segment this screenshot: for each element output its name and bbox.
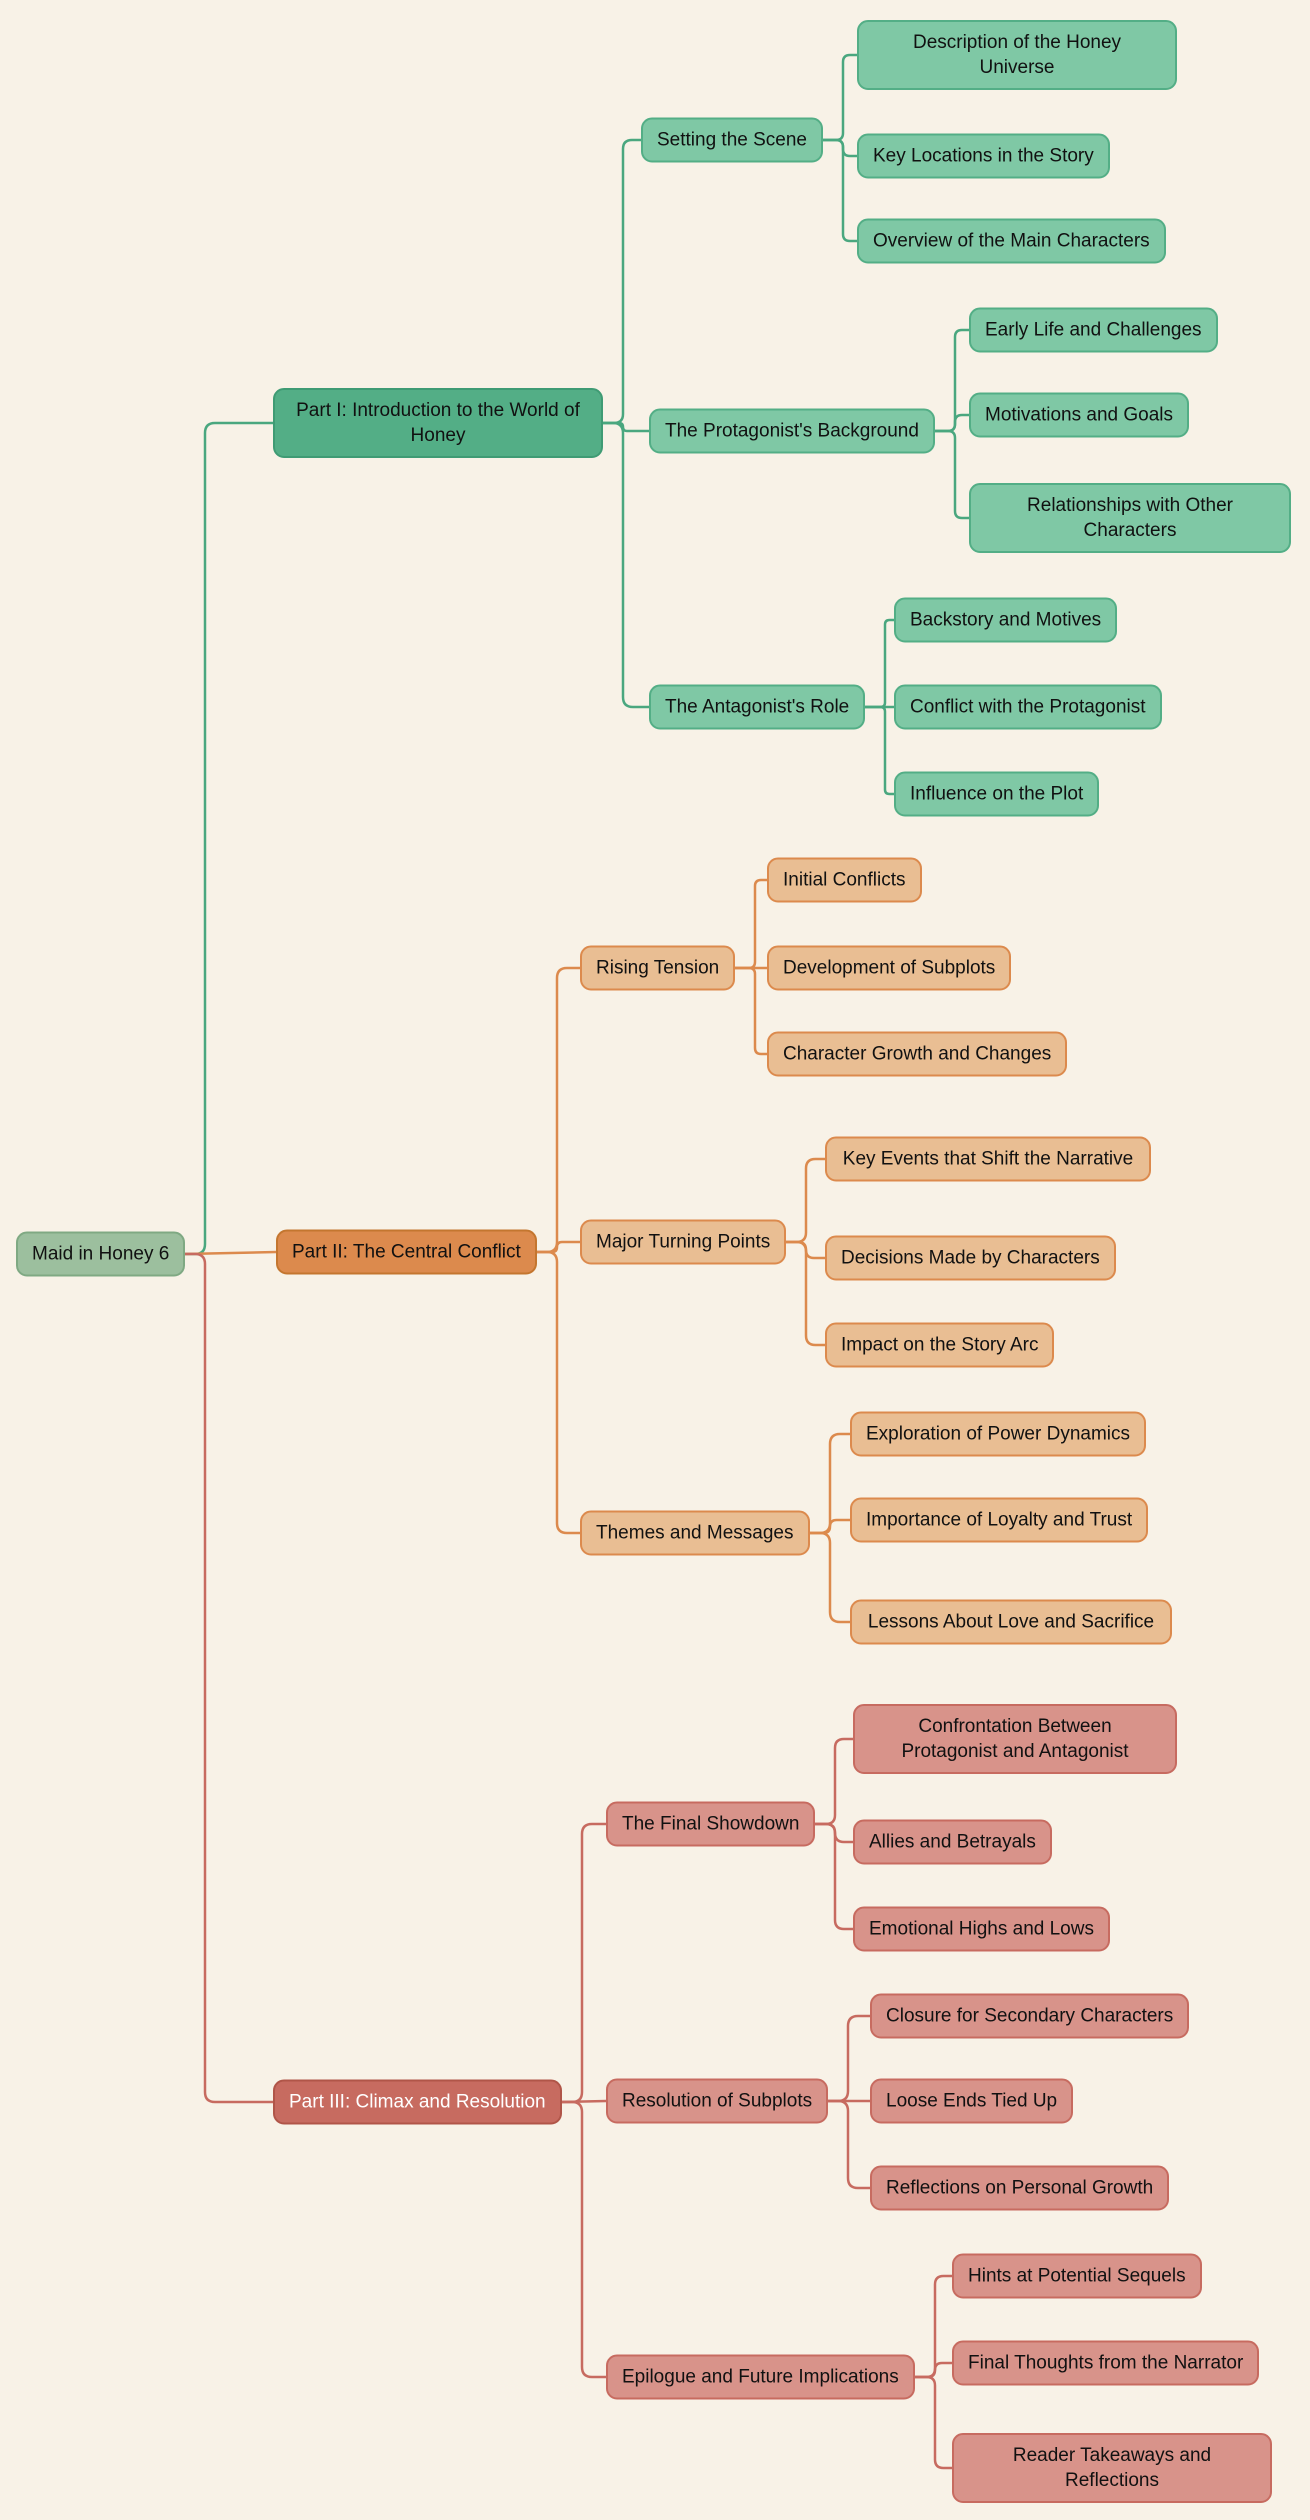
subtopic-node-motivations-goals[interactable]: Motivations and Goals — [969, 392, 1189, 438]
connector — [535, 966, 582, 1254]
connector — [933, 328, 971, 433]
connector — [784, 1240, 827, 1347]
subtopic-node-influence-on-plot[interactable]: Influence on the Plot — [894, 771, 1100, 817]
topic-node-themes-messages[interactable]: Themes and Messages — [580, 1510, 810, 1556]
connector — [784, 1157, 827, 1244]
subtopic-node-early-life-challenges[interactable]: Early Life and Challenges — [969, 307, 1218, 353]
topic-node-protagonists-background[interactable]: The Protagonist's Background — [649, 408, 935, 454]
connector — [183, 1252, 275, 2104]
topic-node-epilogue-future-implications[interactable]: Epilogue and Future Implications — [606, 2354, 915, 2400]
connector — [821, 138, 859, 158]
connector — [560, 1822, 608, 2104]
connector — [784, 1240, 827, 1260]
topic-node-final-showdown[interactable]: The Final Showdown — [606, 1801, 816, 1847]
subtopic-node-allies-betrayals[interactable]: Allies and Betrayals — [853, 1819, 1052, 1865]
branch-node-part-1-introduction[interactable]: Part I: Introduction to the World of Hon… — [273, 388, 603, 458]
subtopic-node-loose-ends-tied-up[interactable]: Loose Ends Tied Up — [870, 2078, 1074, 2124]
subtopic-node-description-honey-universe[interactable]: Description of the Honey Universe — [857, 20, 1177, 90]
subtopic-node-final-thoughts-narrator[interactable]: Final Thoughts from the Narrator — [952, 2340, 1260, 2386]
subtopic-node-confrontation-protagonist-antagonist[interactable]: Confrontation Between Protagonist and An… — [853, 1704, 1177, 1774]
connector — [601, 138, 643, 425]
connector — [913, 2361, 954, 2379]
connector — [821, 138, 859, 243]
topic-node-antagonists-role[interactable]: The Antagonist's Role — [649, 684, 866, 730]
branch-node-part-2-central-conflict[interactable]: Part II: The Central Conflict — [276, 1229, 537, 1275]
subtopic-node-key-events-shift-narrative[interactable]: Key Events that Shift the Narrative — [825, 1136, 1151, 1182]
subtopic-node-reflections-personal-growth[interactable]: Reflections on Personal Growth — [870, 2165, 1170, 2211]
connector — [601, 421, 651, 433]
topic-node-resolution-of-subplots[interactable]: Resolution of Subplots — [606, 2078, 829, 2124]
connector — [826, 2014, 872, 2103]
subtopic-node-overview-main-characters[interactable]: Overview of the Main Characters — [857, 218, 1166, 264]
connector — [535, 1240, 582, 1254]
topic-node-major-turning-points[interactable]: Major Turning Points — [580, 1219, 787, 1265]
connector — [863, 618, 896, 709]
subtopic-node-initial-conflicts[interactable]: Initial Conflicts — [767, 857, 922, 903]
connector — [808, 1432, 852, 1535]
subtopic-node-backstory-motives[interactable]: Backstory and Motives — [894, 597, 1118, 643]
subtopic-node-impact-story-arc[interactable]: Impact on the Story Arc — [825, 1322, 1055, 1368]
subtopic-node-key-locations[interactable]: Key Locations in the Story — [857, 133, 1110, 179]
connector — [560, 2100, 608, 2379]
subtopic-node-character-growth-changes[interactable]: Character Growth and Changes — [767, 1031, 1068, 1077]
connector — [183, 421, 275, 1256]
subtopic-node-closure-secondary-characters[interactable]: Closure for Secondary Characters — [870, 1993, 1190, 2039]
connector — [183, 1250, 278, 1256]
connector — [733, 878, 769, 970]
subtopic-node-hints-potential-sequels[interactable]: Hints at Potential Sequels — [952, 2253, 1202, 2299]
root-node-maid-in-honey-6[interactable]: Maid in Honey 6 — [16, 1231, 186, 1277]
subtopic-node-emotional-highs-lows[interactable]: Emotional Highs and Lows — [853, 1906, 1110, 1952]
connector — [813, 1822, 855, 1844]
connector — [933, 429, 971, 520]
connector — [826, 2099, 872, 2190]
subtopic-node-conflict-with-protagonist[interactable]: Conflict with the Protagonist — [894, 684, 1162, 730]
subtopic-node-reader-takeaways-reflections[interactable]: Reader Takeaways and Reflections — [952, 2433, 1272, 2503]
topic-node-rising-tension[interactable]: Rising Tension — [580, 945, 736, 991]
connector — [933, 413, 971, 433]
connector — [733, 966, 769, 1056]
subtopic-node-decisions-made-by-characters[interactable]: Decisions Made by Characters — [825, 1235, 1116, 1281]
connector — [913, 2375, 954, 2470]
subtopic-node-relationships-other-characters[interactable]: Relationships with Other Characters — [969, 483, 1291, 553]
branch-node-part-3-climax-resolution[interactable]: Part III: Climax and Resolution — [273, 2079, 562, 2125]
subtopic-node-exploration-power-dynamics[interactable]: Exploration of Power Dynamics — [850, 1411, 1146, 1457]
subtopic-node-importance-loyalty-trust[interactable]: Importance of Loyalty and Trust — [850, 1497, 1149, 1543]
connector — [821, 53, 859, 142]
subtopic-node-lessons-love-sacrifice[interactable]: Lessons About Love and Sacrifice — [850, 1599, 1172, 1645]
connector — [560, 2099, 608, 2104]
subtopic-node-development-subplots[interactable]: Development of Subplots — [767, 945, 1012, 991]
connector — [808, 1518, 852, 1535]
connector — [808, 1531, 852, 1624]
connector — [535, 1250, 582, 1535]
connector — [863, 705, 896, 796]
connector — [813, 1737, 855, 1826]
connector — [601, 421, 651, 709]
topic-node-setting-the-scene[interactable]: Setting the Scene — [641, 117, 823, 163]
connector — [813, 1822, 855, 1931]
connector — [913, 2274, 954, 2379]
